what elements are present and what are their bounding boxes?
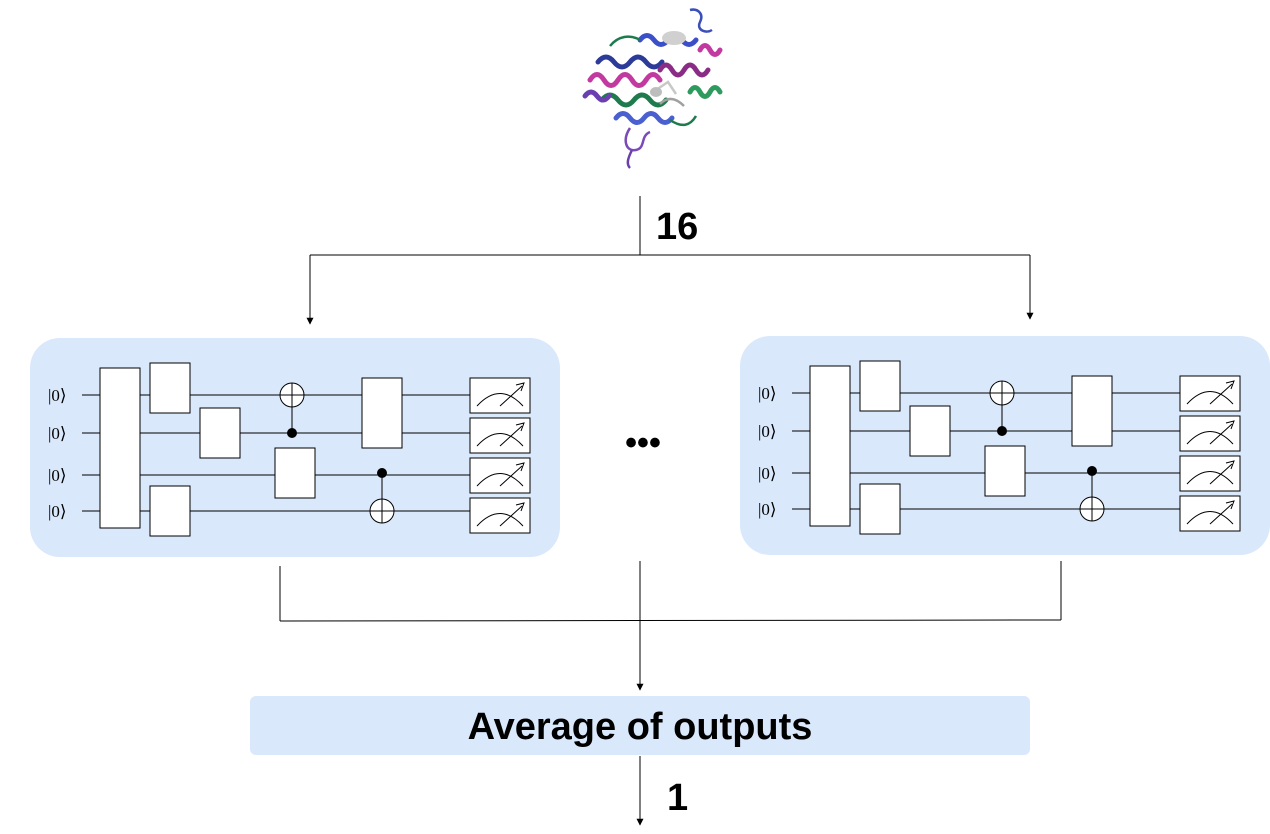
- circuit-panel-right: |0⟩ |0⟩ |0⟩ |0⟩: [740, 336, 1270, 555]
- average-label: Average of outputs: [468, 706, 813, 748]
- measurement-meter-icon: [469, 417, 531, 454]
- circuit-panel-left: |0⟩ |0⟩ |0⟩ |0⟩: [30, 338, 560, 557]
- cnot-control-dot: [287, 428, 297, 438]
- single-qubit-gate: [984, 445, 1026, 497]
- ellipsis: •••: [625, 424, 661, 462]
- qubit-init-label: |0⟩: [758, 500, 777, 519]
- two-qubit-gate: [361, 377, 403, 449]
- cnot-control-dot: [1087, 466, 1097, 476]
- top-count-label: 16: [656, 206, 698, 248]
- qubit-init-label: |0⟩: [758, 422, 777, 441]
- single-qubit-gate: [859, 483, 901, 535]
- measurement-meter-icon: [469, 377, 531, 414]
- split-connector: [306, 196, 1034, 325]
- measurement-meter-icon: [469, 457, 531, 494]
- multi-qubit-gate: [809, 365, 851, 527]
- measurement-meter-icon: [1179, 375, 1241, 412]
- multi-qubit-gate: [99, 367, 141, 529]
- single-qubit-gate: [909, 405, 951, 457]
- measurement-meter-icon: [469, 497, 531, 534]
- single-qubit-gate: [274, 447, 316, 499]
- single-qubit-gate: [859, 360, 901, 412]
- cnot-control-dot: [997, 426, 1007, 436]
- qubit-init-label: |0⟩: [48, 466, 67, 485]
- qubit-init-label: |0⟩: [758, 464, 777, 483]
- average-box: Average of outputs: [250, 696, 1030, 755]
- measurement-meter-icon: [1179, 415, 1241, 452]
- merge-connector: [279, 561, 1062, 691]
- qubit-init-label: |0⟩: [48, 502, 67, 521]
- qubit-init-label: |0⟩: [758, 384, 777, 403]
- cnot-control-dot: [377, 468, 387, 478]
- qubit-init-label: |0⟩: [48, 386, 67, 405]
- measurement-meter-icon: [1179, 495, 1241, 532]
- measurement-meter-icon: [1179, 455, 1241, 492]
- single-qubit-gate: [149, 485, 191, 537]
- qubit-init-label: |0⟩: [48, 424, 67, 443]
- single-qubit-gate: [199, 407, 241, 459]
- two-qubit-gate: [1071, 375, 1113, 447]
- single-qubit-gate: [149, 362, 191, 414]
- output-count-label: 1: [667, 777, 688, 819]
- protein-structure-icon: [582, 8, 723, 169]
